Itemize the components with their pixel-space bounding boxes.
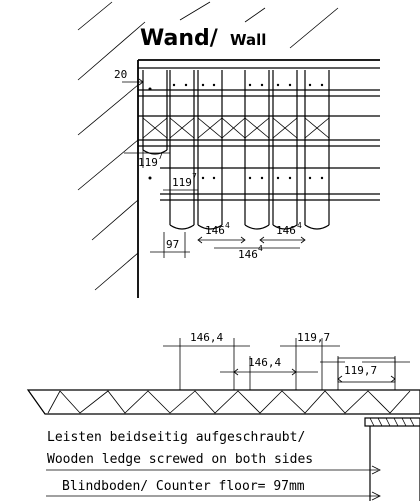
dim-offset-97-label: 97 xyxy=(166,238,179,251)
note-ledge-de: Leisten beidseitig aufgeschraubt/ xyxy=(47,430,305,445)
wall-title: Wand/ xyxy=(140,26,219,51)
dim-wall-gap-label: 20 xyxy=(114,68,127,81)
dim-spacing-d: 146 4 xyxy=(259,221,306,244)
dim-spacing-d-label: 146 xyxy=(276,224,296,237)
dim-spacing-b-sup: 7 xyxy=(192,172,197,181)
dim-spacing-a-sup: 7 xyxy=(158,152,163,161)
dim-upper-left-label: 146,4 xyxy=(190,331,223,344)
section-view: 146,4 119,7 146,4 119,7 xyxy=(26,331,420,501)
note-ledge-en: Wooden ledge screwed on both sides xyxy=(47,452,313,467)
dim-wall-gap: 20 xyxy=(114,68,144,86)
dim-spacing-e: 146 4 xyxy=(214,244,300,261)
dim-lower-middle: 146,4 xyxy=(220,356,318,390)
dim-spacing-c-label: 146 xyxy=(205,224,225,237)
wall-hatching xyxy=(77,1,339,291)
dim-spacing-c-sup: 4 xyxy=(225,221,230,230)
dim-spacing-e-sup: 4 xyxy=(258,244,263,253)
dim-spacing-b: 119 7 xyxy=(163,172,198,191)
wall-subtitle: Wall xyxy=(230,31,266,49)
leader-lines xyxy=(46,465,381,501)
screw-dots xyxy=(148,83,324,180)
note-counter-floor: Blindboden/ Counter floor= 97mm xyxy=(62,479,305,494)
dim-upper-right: 119,7 xyxy=(280,331,340,390)
dim-spacing-a-label: 119 xyxy=(138,156,158,169)
dim-upper-right-label: 119,7 xyxy=(297,331,330,344)
wall-face xyxy=(137,59,380,298)
dim-spacing-e-label: 146 xyxy=(238,248,258,261)
dim-lower-right-label: 119,7 xyxy=(344,364,377,377)
dim-lower-right: 119,7 xyxy=(320,356,410,390)
cross-bracing xyxy=(142,117,330,139)
ledge-section xyxy=(26,389,420,501)
plan-view: Wand/ Wall xyxy=(77,1,380,298)
dim-offset-97: 97 xyxy=(150,232,190,258)
horizontal-battens xyxy=(138,67,380,201)
dim-lower-middle-label: 146,4 xyxy=(248,356,281,369)
dim-spacing-d-sup: 4 xyxy=(297,221,302,230)
dim-spacing-a: 119 7 xyxy=(124,150,170,169)
dim-spacing-b-label: 119 xyxy=(172,176,192,189)
dim-spacing-c: 146 4 xyxy=(197,221,246,244)
vertical-boards xyxy=(142,70,330,230)
dim-upper-left: 146,4 xyxy=(163,331,250,390)
